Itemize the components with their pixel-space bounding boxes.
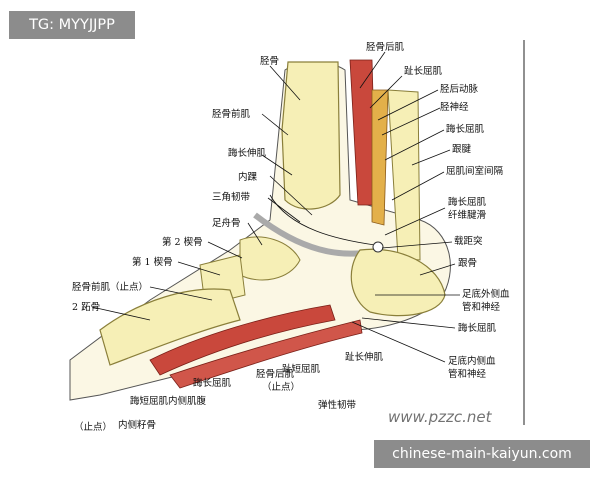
label-fdl: 趾长屈肌 <box>404 65 443 77</box>
leader-septum <box>391 171 445 201</box>
leader-retinaculum <box>384 207 446 236</box>
leader-achilles <box>411 149 451 166</box>
label-fhl-bottom: 踇长屈肌 <box>193 377 232 389</box>
leader-deltoid <box>267 197 301 223</box>
plantar-muscle-2 <box>169 319 363 389</box>
label-med-plantar-2: 管和神经 <box>448 368 487 380</box>
label-tibialis-anterior: 胫骨前肌 <box>212 108 251 120</box>
label-stop-point: （止点） <box>74 421 112 433</box>
label-tibia: 胫骨 <box>260 56 279 67</box>
leader-ta <box>261 113 289 136</box>
label-tp-insertion-1: 胫骨后肌 <box>256 369 295 380</box>
label-ta-insertion: 胫骨前肌（止点） <box>72 281 148 293</box>
leader-tibia <box>269 65 301 101</box>
label-fhl-upper: 踇长屈肌 <box>446 123 485 135</box>
label-sustentaculum: 载距突 <box>454 235 483 247</box>
label-navicular: 足舟骨 <box>212 217 241 229</box>
label-lat-plantar-2: 管和神经 <box>462 301 501 313</box>
label-achilles: 跟腱 <box>452 143 472 155</box>
watermark-site: www.pzzc.net <box>388 408 493 426</box>
leader-navicular <box>247 222 263 246</box>
leader-sustentaculum <box>381 241 453 249</box>
label-elastic-lig: 弹性韧带 <box>318 399 357 411</box>
leader-fhl-right <box>361 317 456 329</box>
label-lat-plantar-1: 足底外侧血 <box>462 288 510 300</box>
label-metatarsal2: 2 跖骨 <box>72 302 100 313</box>
sustentaculum-marker <box>372 241 384 253</box>
label-fhb: 踇短屈肌内侧肌腹 <box>130 395 207 407</box>
leader-nerve <box>381 107 441 136</box>
navicular-bone <box>239 236 301 281</box>
label-tp-insertion-2: （止点） <box>262 381 300 393</box>
label-retinaculum-1: 踇长屈肌 <box>448 196 487 208</box>
leader-ehl <box>261 154 293 176</box>
label-med-plantar-1: 足底内侧血 <box>448 355 496 367</box>
leader-fdl <box>369 75 403 109</box>
leader-cun1 <box>177 261 221 276</box>
leader-cun2 <box>207 241 243 259</box>
leader-fhl <box>384 129 445 161</box>
achilles-shape <box>387 89 421 261</box>
label-cuneiform1: 第 1 楔骨 <box>132 256 173 268</box>
fhl-muscle <box>371 89 389 226</box>
label-calcaneus: 跟骨 <box>458 258 477 269</box>
label-pta: 胫后动脉 <box>440 83 479 95</box>
label-fhl-right: 踇长屈肌 <box>458 322 497 334</box>
label-medial-malleolus: 内踝 <box>238 171 258 183</box>
tg-badge: TG: MYYJJPP <box>9 11 135 39</box>
first-metatarsal-bone <box>99 288 241 366</box>
label-cuneiform2: 第 2 楔骨 <box>162 236 203 248</box>
leader-mt2 <box>91 306 151 321</box>
label-retinaculum-2: 纤维腱滑 <box>448 209 487 221</box>
label-tibialis-posterior: 胫骨后肌 <box>366 42 405 53</box>
calcaneus-bone <box>350 248 446 317</box>
leader-calcaneus <box>419 263 456 276</box>
tibia-bone <box>281 61 341 210</box>
leader-tp <box>359 51 386 89</box>
leader-malleolus <box>269 175 313 216</box>
label-fdb: 趾短屈肌 <box>282 363 321 375</box>
leader-ta-ins <box>149 286 213 301</box>
label-septum: 屈肌间室间隔 <box>446 165 504 177</box>
label-deltoid: 三角韧带 <box>212 191 251 203</box>
label-sesamoid: 内侧籽骨 <box>118 419 156 431</box>
label-ehl: 踇长伸肌 <box>228 147 267 159</box>
label-fdl-bottom: 趾长伸肌 <box>345 351 384 363</box>
plantar-muscle-1 <box>149 304 336 376</box>
site-banner: chinese-main-kaiyun.com <box>374 440 590 468</box>
label-tibial-nerve: 胫神经 <box>440 101 469 113</box>
leader-med-plantar <box>351 321 446 363</box>
leader-pta <box>377 89 439 121</box>
